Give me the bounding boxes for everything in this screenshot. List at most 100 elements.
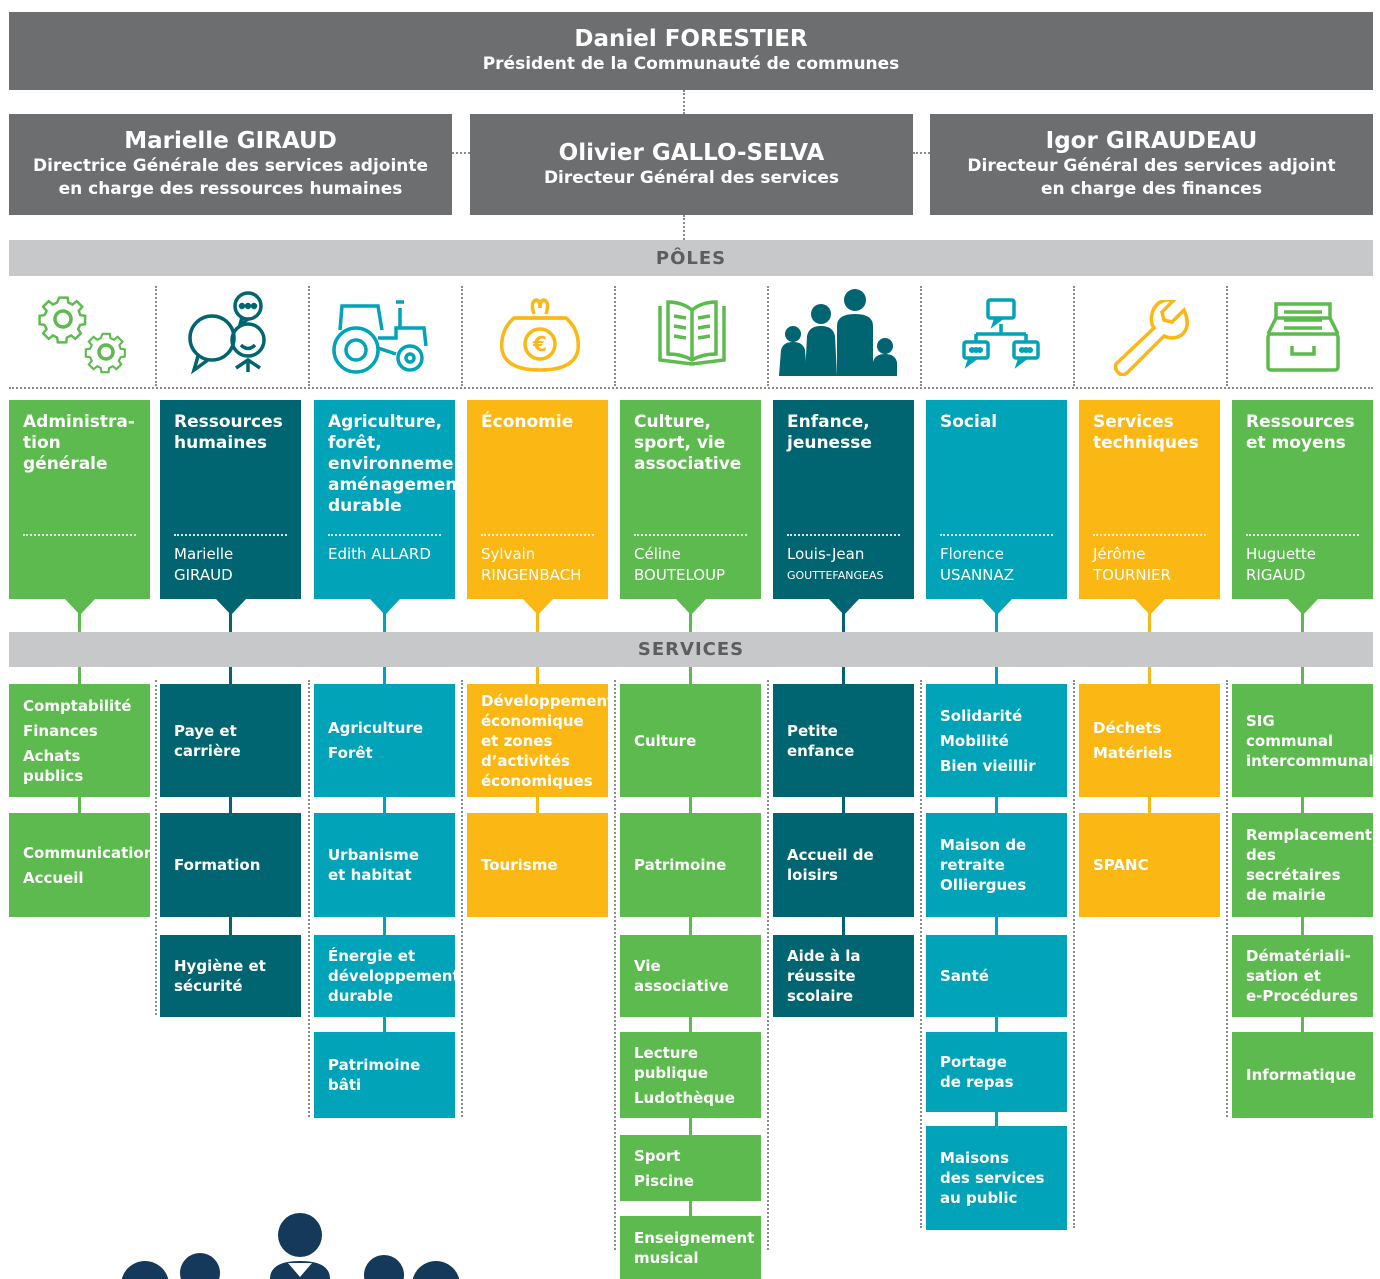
service-label: Informatique [1246, 1066, 1357, 1084]
service-label: Mobilité [940, 731, 1009, 750]
connector [452, 152, 470, 154]
service-label: Hygiène et sécurité [174, 957, 266, 995]
service-label: Ludothèque [634, 1088, 735, 1107]
pole-arrow [522, 599, 553, 615]
services-band: SERVICES [9, 632, 1373, 667]
service-box: Remplacement des secrétaires de mairie [1232, 813, 1373, 917]
pole-director: Florence USANNAZ [940, 544, 1061, 586]
service-label: Maisons des services au public [940, 1149, 1045, 1207]
pole-title: Culture, sport, vie associative [634, 412, 742, 474]
column-divider [767, 286, 769, 386]
pole-box: Administra- tion générale [9, 400, 150, 599]
director-name: Olivier GALLO-SELVA [558, 139, 825, 166]
service-label: Bien vieillir [940, 756, 1036, 775]
pole-director: Sylvain RINGENBACH [481, 544, 602, 586]
service-box: Paye et carrière [160, 684, 301, 797]
pole-divider [481, 534, 594, 536]
poles-label: PÔLES [655, 247, 727, 269]
pole-title: Économie [481, 412, 574, 432]
pole-director-name: Louis-Jean [787, 545, 865, 563]
service-label: Communication [23, 843, 155, 862]
column-divider [614, 286, 616, 386]
service-box: Énergie et développement durable [314, 935, 460, 1017]
service-box: Accueil de loisirs [773, 813, 914, 917]
director-name: Marielle GIRAUD [124, 128, 337, 154]
service-label: Déchets [1093, 719, 1162, 737]
service-box: Enseignement musical [620, 1216, 761, 1279]
open-book-icon [658, 300, 726, 366]
service-label: Enseignement musical [634, 1228, 755, 1267]
service-label: Portage de repas [940, 1053, 1014, 1091]
service-label: Patrimoine bâti [328, 1056, 421, 1094]
service-box: Patrimoine bâti [314, 1032, 455, 1118]
column-divider [461, 680, 463, 1117]
pole-title: Administra- tion générale [23, 412, 135, 474]
wrench-icon [1113, 300, 1189, 376]
service-box: Maison de retraite Olliergues [926, 813, 1067, 917]
service-label: Aide à la réussite scolaire [787, 947, 861, 1005]
services-label: SERVICES [637, 639, 745, 660]
director-box-finance: Igor GIRAUDEAU Directeur Général des ser… [930, 114, 1373, 215]
pole-arrow [981, 599, 1012, 615]
service-label: Remplacement des secrétaires de mairie [1246, 826, 1373, 904]
pole-director-name: Florence USANNAZ [940, 545, 1015, 584]
service-box: SIG communal intercommunal [1232, 684, 1374, 797]
pole-director: Céline BOUTELOUP [634, 544, 755, 586]
pole-title: Enfance, jeunesse [787, 412, 872, 453]
director-role: en charge des finances [1041, 179, 1262, 199]
service-label: Achats publics [23, 746, 84, 785]
service-label: Finances [23, 721, 98, 740]
pole-divider [787, 534, 900, 536]
service-label: Forêt [328, 744, 373, 762]
service-box: Aide à la réussite scolaire [773, 935, 914, 1017]
service-label: Patrimoine [634, 856, 727, 874]
pole-divider [23, 534, 136, 536]
pole-director-name: Edith ALLARD [328, 545, 431, 563]
pole-box: Agriculture, forêt, environnement aménag… [314, 400, 474, 599]
service-label: Vie associative [634, 957, 729, 995]
service-label: Urbanisme et habitat [328, 846, 419, 884]
connector [913, 152, 930, 154]
column-divider [920, 680, 922, 1228]
pole-divider [634, 534, 747, 536]
service-box: Formation [160, 813, 301, 917]
service-box: Culture [620, 684, 761, 797]
service-label: Maison de retraite Olliergues [940, 836, 1027, 894]
service-label: Énergie et développement durable [328, 947, 460, 1005]
service-label: Santé [940, 967, 989, 985]
column-divider [614, 680, 616, 1250]
pole-title: Agriculture, forêt, environnement aménag… [328, 412, 474, 516]
service-label: Accueil [23, 868, 84, 887]
director-role: Directeur Général des services adjoint [967, 156, 1336, 176]
service-label: Piscine [634, 1171, 694, 1190]
column-divider [1226, 286, 1228, 386]
column-divider [1073, 680, 1075, 1228]
service-box: SPANC [1079, 813, 1220, 917]
director-role: en charge des ressources humaines [58, 179, 403, 199]
president-box: Daniel FORESTIER Président de la Communa… [9, 12, 1373, 90]
pole-divider [940, 534, 1053, 536]
euro-purse-icon: € [500, 298, 580, 372]
poles-band: PÔLES [9, 240, 1373, 276]
service-label: Solidarité [940, 706, 1023, 725]
team-icon [121, 1213, 460, 1279]
pole-director: Edith ALLARD [328, 544, 449, 565]
file-drawer-icon [1266, 302, 1340, 372]
service-label: Agriculture [328, 719, 424, 737]
network-chat-icon [962, 298, 1040, 369]
pole-arrow [1287, 599, 1318, 615]
column-divider [155, 680, 157, 1015]
pole-divider [328, 534, 441, 536]
service-label: Tourisme [481, 856, 558, 874]
pole-director-name: Marielle GIRAUD [174, 545, 234, 584]
column-divider [920, 286, 922, 386]
pole-title: Services techniques [1093, 412, 1199, 453]
